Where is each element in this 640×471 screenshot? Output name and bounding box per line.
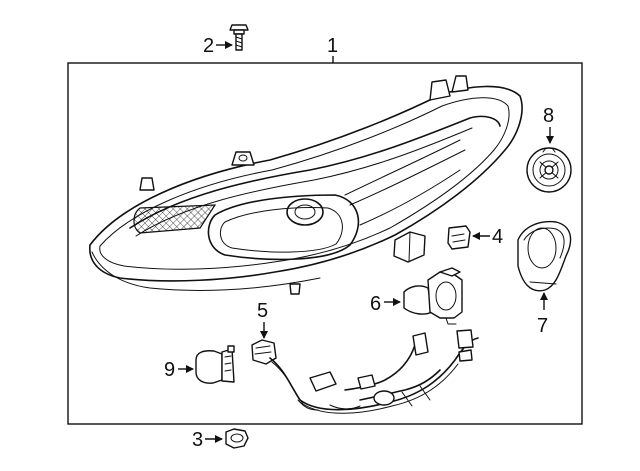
callout-9: 9 bbox=[164, 359, 175, 381]
callout-2: 2 bbox=[203, 35, 214, 57]
headlamp-housing bbox=[89, 75, 523, 295]
headlamp-bulb-part bbox=[403, 267, 463, 325]
assembly-frame bbox=[67, 62, 583, 425]
wedge-bulb-part bbox=[195, 345, 235, 384]
callout-5: 5 bbox=[257, 300, 268, 322]
bulb-cap-part bbox=[517, 220, 572, 292]
wiring-harness bbox=[269, 329, 479, 414]
callout-4: 4 bbox=[492, 226, 503, 248]
callout-8: 8 bbox=[543, 105, 554, 127]
callout-6: 6 bbox=[370, 293, 381, 315]
clip-part bbox=[447, 225, 471, 250]
nut-part bbox=[225, 428, 249, 449]
callout-3: 3 bbox=[192, 429, 203, 451]
bolt-part bbox=[229, 24, 249, 51]
callout-1: 1 bbox=[327, 35, 338, 57]
turn-signal-socket-part bbox=[526, 147, 572, 193]
callout-7: 7 bbox=[537, 315, 548, 337]
